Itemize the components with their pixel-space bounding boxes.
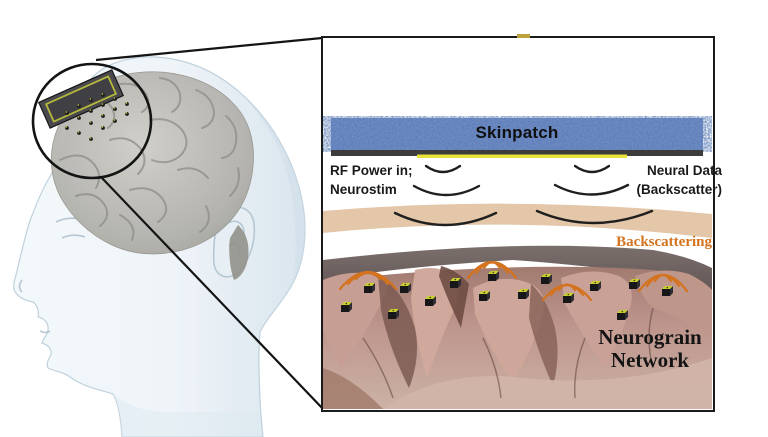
neurograin-cube-icon	[341, 271, 673, 320]
backscatter-wave-icon	[338, 260, 689, 302]
neural-data-label-line1: Neural Data	[646, 163, 722, 178]
skull-tan-band	[323, 203, 712, 238]
rf-power-label-line1: RF Power in;	[330, 163, 413, 178]
electrode-dot-icon	[65, 93, 129, 141]
skull-rim-shading	[232, 86, 305, 283]
callout-line-bottom	[100, 176, 325, 411]
neural-data-label-line2: (Backscatter)	[636, 182, 722, 197]
zoom-detail-panel: Skinpatch RF Power in; Neurostim Neural …	[321, 34, 722, 412]
neurograin-network-label-line2: Network	[610, 348, 690, 372]
neck-shading	[113, 394, 260, 437]
brain-tissue	[323, 266, 712, 409]
brain-gyri-lines	[59, 77, 240, 241]
skinpatch-bar	[331, 118, 703, 158]
brainstem-icon	[229, 225, 249, 280]
rf-power-label-line2: Neurostim	[330, 182, 397, 197]
border-tick-mark	[517, 34, 530, 38]
neurograin-network-label: Neurograin Network	[566, 326, 734, 372]
skinpatch-chip-icon	[37, 69, 125, 129]
skinpatch-label: Skinpatch	[475, 123, 559, 142]
rf-power-label: RF Power in; Neurostim	[330, 161, 413, 199]
magnify-callout-circle	[31, 62, 153, 180]
skinpatch-yellow-strip	[417, 154, 627, 158]
neural-data-label: Neural Data (Backscatter)	[636, 161, 722, 199]
callout-line-top	[95, 36, 323, 62]
dura-gray-band	[323, 245, 712, 290]
neurograin-network-label-line1: Neurograin	[598, 325, 702, 349]
backscattering-label: Backscattering	[616, 234, 712, 250]
skinpatch-underside	[331, 150, 703, 156]
rf-wave-arc-icon	[393, 164, 654, 227]
panel-graphics	[323, 118, 712, 409]
